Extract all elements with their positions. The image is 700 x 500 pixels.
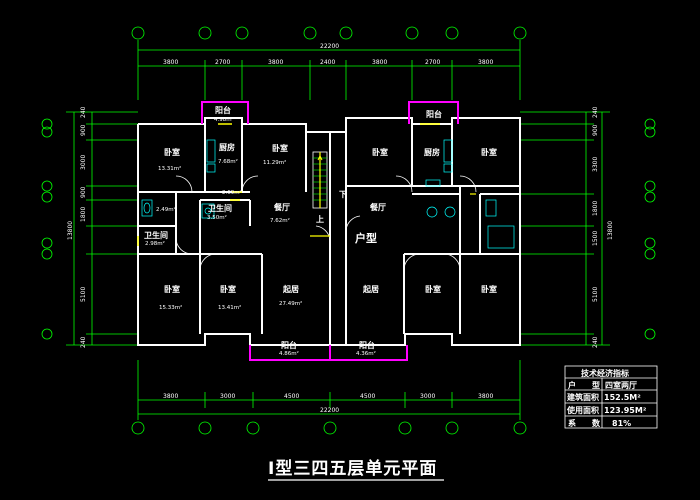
bath-c-area: 3.50m²	[207, 214, 227, 221]
living-r-label: 起居	[362, 284, 379, 294]
right-dim-6: 5100	[592, 287, 599, 302]
right-grid-circles	[644, 118, 656, 340]
top-seg-5: 3800	[372, 59, 387, 66]
drawing-title: I型三四五层单元平面	[268, 458, 437, 479]
balcony-bottom-left-label: 阳台	[281, 340, 297, 350]
living-l-area: 27.49m²	[279, 300, 302, 307]
bedroom-tr2-label: 卧室	[481, 147, 497, 157]
left-dim-2: 900	[80, 124, 87, 136]
bottom-dimension-group	[137, 360, 521, 420]
table-title: 技术经济指标	[581, 368, 629, 378]
unit-type-label: 户型	[355, 231, 377, 245]
table-r4-c3: 81%	[612, 419, 631, 428]
kitchen-l-area: 7.68m²	[218, 158, 238, 165]
bedroom-tc-area: 11.29m²	[263, 159, 286, 166]
table-r4-c1: 系	[568, 418, 576, 428]
dining-r-label: 餐厅	[369, 202, 386, 212]
hall-small-area: 2.69m²	[222, 189, 242, 196]
top-seg-3: 3800	[268, 59, 283, 66]
table-r2-c1: 建筑面积	[566, 392, 599, 402]
left-dim-1: 240	[80, 106, 87, 118]
right-dim-2: 900	[592, 124, 599, 136]
table-r4-c2: 数	[592, 418, 601, 428]
stair-down-label: 下	[339, 190, 347, 199]
table-r1-c3: 四室两厅	[605, 380, 637, 390]
bedroom-tl-area: 13.31m²	[158, 165, 181, 172]
left-grid-circles	[41, 118, 53, 340]
left-dim-4: 900	[80, 186, 87, 198]
left-dim-7: 240	[80, 336, 87, 348]
bottom-seg-2: 3000	[220, 393, 235, 400]
bath-c-label: 卫生间	[208, 203, 232, 213]
left-dim-5: 1800	[80, 207, 87, 222]
top-seg-7: 3800	[478, 59, 493, 66]
bottom-seg-4: 4500	[360, 393, 375, 400]
wall-marks	[310, 193, 476, 237]
top-seg-1: 3800	[163, 59, 178, 66]
top-seg-6: 2700	[425, 59, 440, 66]
table-r1-c2: 型	[592, 380, 600, 390]
bedroom-br1-label: 卧室	[425, 284, 441, 294]
bedroom-bl2-area: 13.41m²	[218, 304, 241, 311]
balcony-bottom-right-area: 4.36m²	[356, 350, 376, 357]
bottom-seg-5: 3000	[420, 393, 435, 400]
bedroom-tc-label: 卧室	[272, 143, 288, 153]
right-dimension-group	[520, 111, 610, 346]
table-r2-c2: 152.5M²	[604, 393, 641, 402]
dining-l-label: 餐厅	[273, 202, 290, 212]
bath-l-area: 2.49m²	[156, 206, 176, 213]
bottom-seg-3: 4500	[284, 393, 299, 400]
right-dim-5: 1500	[592, 231, 599, 246]
balconies	[201, 101, 459, 361]
bottom-seg-1: 3800	[163, 393, 178, 400]
right-dim-3: 3300	[592, 157, 599, 172]
right-dim-total: 13800	[607, 221, 614, 240]
balcony-bottom-left-area: 4.86m²	[279, 350, 299, 357]
window-marks	[137, 123, 440, 246]
balcony-top-right-label: 阳台	[426, 109, 442, 119]
bedroom-tl-label: 卧室	[164, 147, 180, 157]
bedroom-bl-label: 卧室	[164, 284, 180, 294]
bedroom-bl-area: 15.33m²	[159, 304, 182, 311]
left-dim-total: 13800	[67, 221, 74, 240]
balcony-top-left-area: 4.98m²	[214, 116, 234, 123]
table-r3-c1: 使用面积	[566, 405, 599, 415]
kitchen-l-label: 厨房	[219, 142, 235, 152]
top-total-dimension: 22200	[320, 43, 339, 50]
bath-l-label: 卫生间	[144, 230, 168, 240]
fixtures	[141, 139, 515, 249]
door-arcs	[175, 175, 477, 271]
bottom-total-dimension: 22200	[320, 407, 339, 414]
bottom-grid-circles	[131, 421, 527, 435]
right-dim-4: 1800	[592, 201, 599, 216]
table-r3-c2: 123.95M²	[604, 406, 647, 415]
left-dim-6: 5100	[80, 287, 87, 302]
bedroom-br2-label: 卧室	[481, 284, 497, 294]
living-l-label: 起居	[282, 284, 299, 294]
top-seg-2: 2700	[215, 59, 230, 66]
right-dim-1: 240	[592, 106, 599, 118]
bedroom-tr1-label: 卧室	[372, 147, 388, 157]
dining-l-area: 7.62m²	[270, 217, 290, 224]
top-grid-circles	[131, 26, 527, 40]
bottom-seg-6: 3800	[478, 393, 493, 400]
balcony-top-left-label: 阳台	[215, 105, 231, 115]
bath-l-area2: 2.98m²	[145, 240, 165, 247]
bedroom-bl2-label: 卧室	[220, 284, 236, 294]
top-dimension-group	[137, 40, 521, 100]
right-dim-7: 240	[592, 336, 599, 348]
balcony-bottom-right-label: 阳台	[359, 340, 375, 350]
table-r1-c1: 户	[568, 380, 576, 390]
top-seg-4: 2400	[320, 59, 335, 66]
tech-index-table	[564, 365, 658, 429]
staircase	[312, 151, 328, 209]
left-dimension-group	[66, 111, 138, 346]
left-dim-3: 3000	[80, 155, 87, 170]
kitchen-r-label: 厨房	[424, 147, 440, 157]
stair-up-label: 上	[316, 214, 324, 224]
